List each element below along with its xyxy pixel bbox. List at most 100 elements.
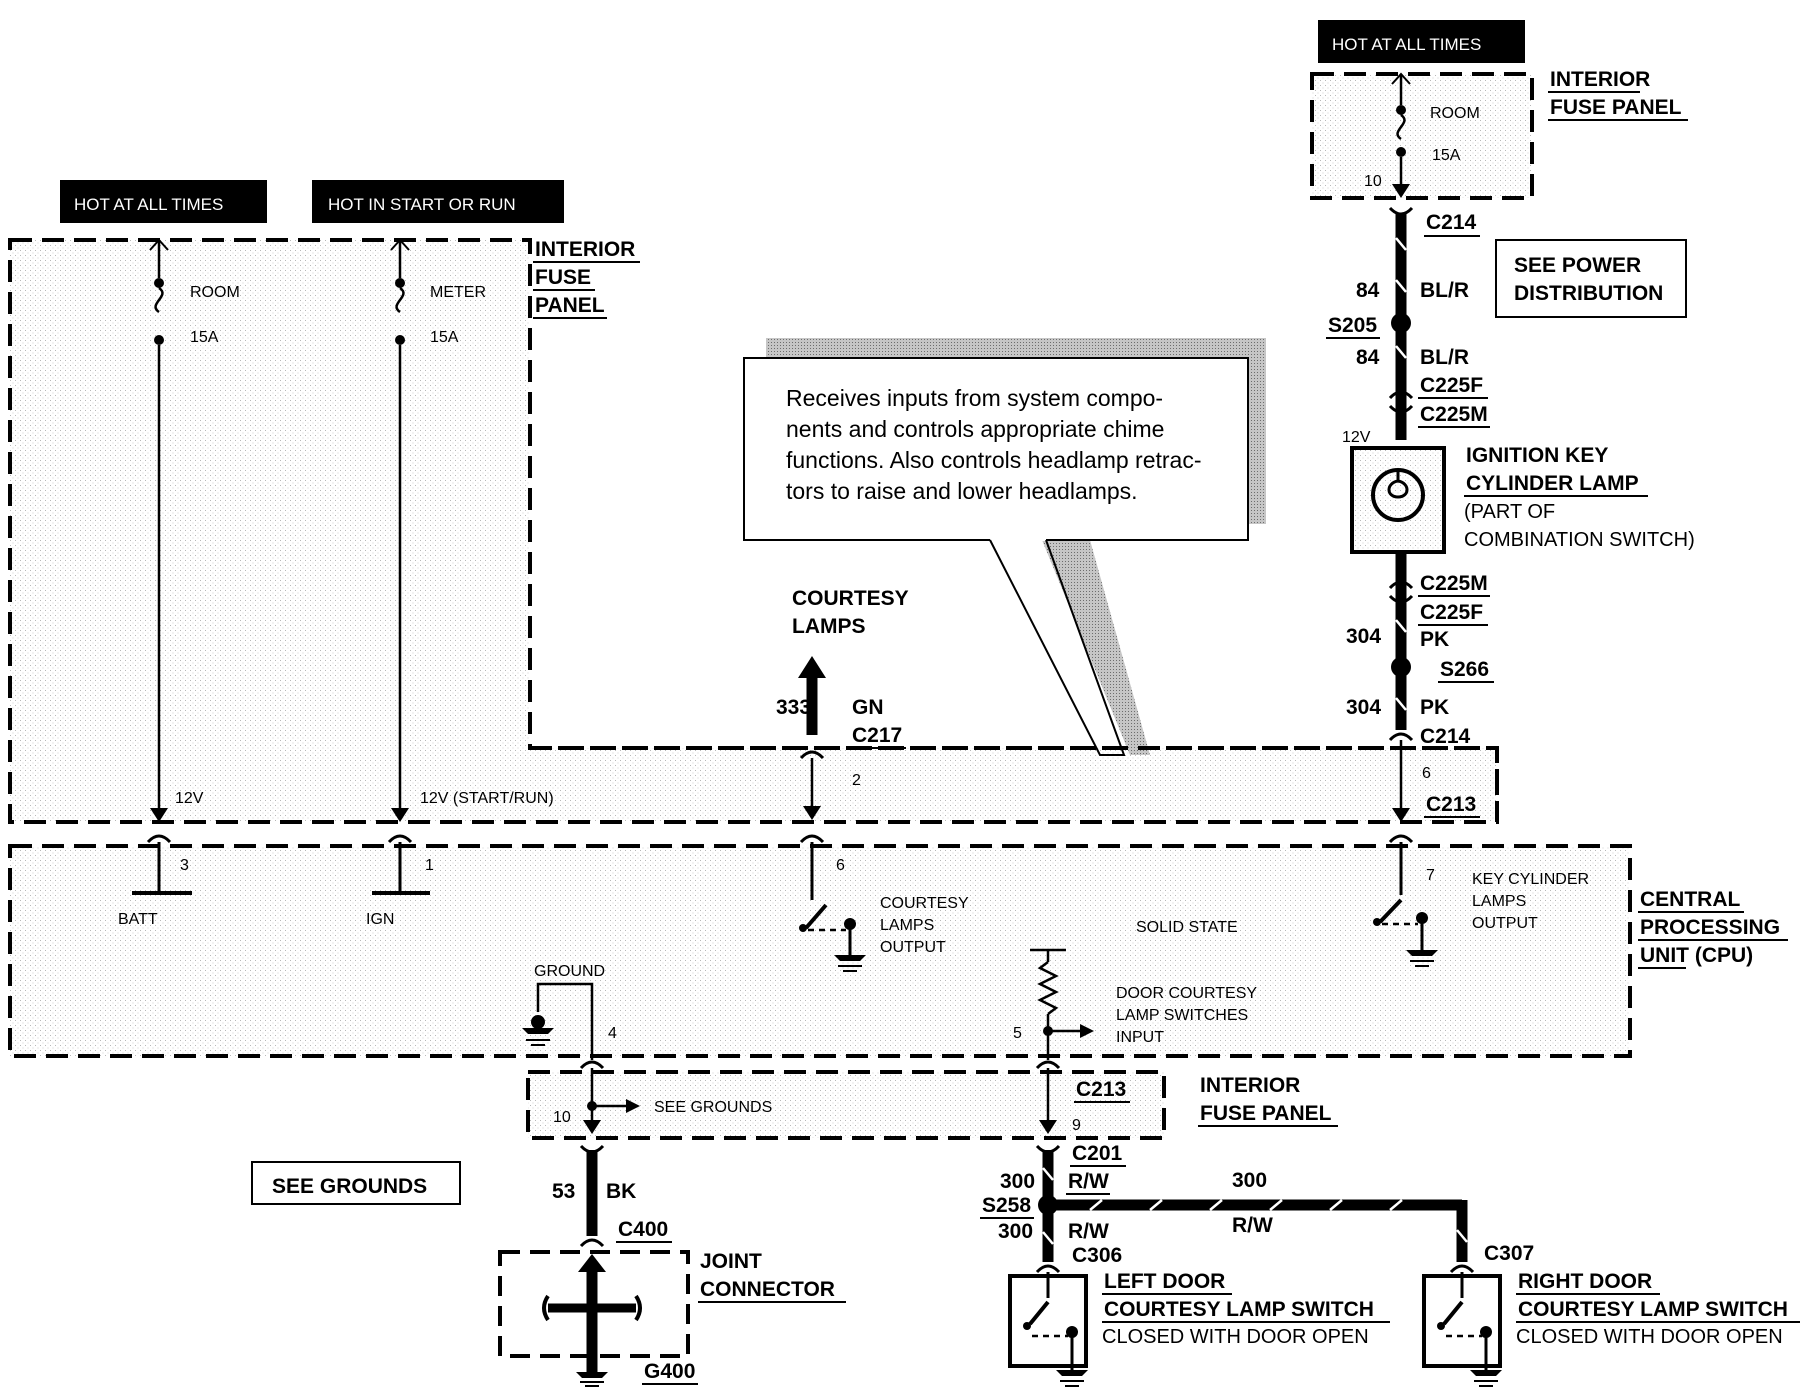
bottom-pin-10: 10 [553, 1109, 571, 1126]
see-grounds-box [251, 1161, 461, 1205]
wire-rw-a: R/W [1068, 1170, 1109, 1193]
see-power-distribution-box [1495, 239, 1687, 318]
c400-label: C400 [618, 1218, 668, 1241]
circuit-84b: 84 [1356, 346, 1380, 369]
wire-blr: BL/R [1420, 279, 1469, 302]
bottom-fuse-panel: 10 SEE GROUNDS C213 9 INTERIOR FUSE PANE… [526, 1060, 1338, 1140]
right-fuse-panel: HOT AT ALL TIMES INTERIOR FUSE PANEL ROO… [1310, 20, 1688, 200]
splice-s205 [1391, 313, 1411, 333]
c225m-label: C225M [1420, 403, 1488, 426]
ign-key-4: COMBINATION SWITCH) [1464, 529, 1695, 551]
joint-connector-box [498, 1250, 690, 1358]
ign-key-1: IGNITION KEY [1466, 444, 1608, 467]
courtesy-output-1: COURTESY [880, 895, 969, 912]
courtesy-lamps-arrow [798, 656, 826, 678]
left-fuse-panel: HOT AT ALL TIMES HOT IN START OR RUN INT… [8, 180, 1499, 824]
c225m-b-label: C225M [1420, 572, 1488, 595]
see-grounds-box-label: SEE GROUNDS [272, 1175, 427, 1198]
c307-label: C307 [1484, 1242, 1534, 1265]
c214-top-label: C214 [1426, 211, 1477, 234]
g400-label: G400 [644, 1360, 695, 1383]
ign-pin: 1 [425, 857, 434, 874]
c225f-b-label: C225F [1420, 601, 1483, 624]
banner-hot-start-run [312, 180, 564, 223]
volt-ign: 12V (START/RUN) [420, 790, 554, 807]
ground-branch: SEE GROUNDS 53 BK C400 JOINT CONNECTOR G… [251, 1144, 846, 1387]
ground-label: GROUND [534, 963, 605, 980]
left-panel-title-3: PANEL [535, 294, 605, 317]
see-grounds-arrow-label: SEE GROUNDS [654, 1099, 772, 1116]
splice-s258-label: S258 [982, 1194, 1031, 1217]
c213-panel-border [530, 746, 1499, 822]
door-input-3: INPUT [1116, 1029, 1164, 1046]
wire-pk-b: PK [1420, 696, 1449, 719]
wire-rw-b: R/W [1232, 1214, 1273, 1237]
right-panel-title-2: FUSE PANEL [1550, 96, 1682, 119]
splice-s205-label: S205 [1328, 314, 1377, 337]
right-door-2: COURTESY LAMP SWITCH [1518, 1298, 1788, 1321]
right-panel-dashed-border [1310, 72, 1534, 200]
ign-key-2: CYLINDER LAMP [1466, 472, 1639, 495]
right-fuse-name: ROOM [1430, 105, 1480, 122]
c214-b-label: C214 [1420, 725, 1471, 748]
splice-s266-label: S266 [1440, 658, 1489, 681]
circuit-333: 333 [776, 696, 811, 719]
fuse-room-rating: 15A [190, 329, 219, 346]
cpu-title-1: CENTRAL [1640, 888, 1740, 911]
central-processing-unit: CENTRAL PROCESSING UNIT (CPU) 3 BATT 1 I… [8, 834, 1788, 1060]
batt-pin: 3 [180, 857, 189, 874]
courtesy-output-2: LAMPS [880, 917, 934, 934]
splice-s266 [1391, 657, 1411, 677]
banner-hot-all-times-left [60, 180, 267, 223]
callout-line-1: Receives inputs from system compo- [786, 385, 1163, 411]
ign-label: IGN [366, 911, 394, 928]
wire-bk: BK [606, 1180, 636, 1203]
door-input-2: LAMP SWITCHES [1116, 1007, 1248, 1024]
ignition-key-cylinder-lamp-box [1350, 446, 1446, 554]
c217-label: C217 [852, 724, 902, 747]
key-pin: 7 [1426, 867, 1435, 884]
see-power-1: SEE POWER [1514, 254, 1641, 277]
left-door-2: COURTESY LAMP SWITCH [1104, 1298, 1374, 1321]
courtesy-output-3: OUTPUT [880, 939, 946, 956]
courtesy-lamps-label-1: COURTESY [792, 587, 909, 610]
cpu-dashed-border [8, 844, 1632, 1058]
circuit-300a: 300 [1000, 1170, 1035, 1193]
joint-connector-2: CONNECTOR [700, 1278, 835, 1301]
c214-bottom-connector [1388, 732, 1414, 742]
right-fuse-rating: 15A [1432, 147, 1461, 164]
left-panel-title-1: INTERIOR [535, 238, 635, 261]
ground-pin: 4 [608, 1025, 617, 1042]
banner-text-right: HOT AT ALL TIMES [1332, 35, 1481, 54]
cpu-title-2: PROCESSING [1640, 916, 1780, 939]
joint-connector-1: JOINT [700, 1250, 762, 1273]
callout-line-4: tors to raise and lower headlamps. [786, 478, 1138, 504]
see-power-2: DISTRIBUTION [1514, 282, 1663, 305]
door-pin: 5 [1013, 1025, 1022, 1042]
banner-text-ign: HOT IN START OR RUN [328, 195, 516, 214]
right-fuse-pin: 10 [1364, 173, 1382, 190]
right-door-1: RIGHT DOOR [1518, 1270, 1652, 1293]
left-panel-title-2: FUSE [535, 266, 591, 289]
circuit-84: 84 [1356, 279, 1380, 302]
cpu-description-callout: Receives inputs from system compo- nents… [743, 338, 1266, 756]
circuit-304: 304 [1346, 625, 1381, 648]
courtesy-lamps-label-2: LAMPS [792, 615, 866, 638]
bottom-pin-9: 9 [1072, 1117, 1081, 1134]
c306-label: C306 [1072, 1244, 1122, 1267]
right-fuse-symbol [1396, 113, 1406, 141]
fuse-room-name: ROOM [190, 284, 240, 301]
wire-pk: PK [1420, 628, 1449, 651]
fuse-room-symbol [154, 286, 164, 314]
fuse-meter-symbol [395, 286, 405, 314]
bottom-panel-title-1: INTERIOR [1200, 1074, 1300, 1097]
wire-blr-b: BL/R [1420, 346, 1469, 369]
banner-hot-all-times-right [1318, 20, 1525, 63]
c213-pin-6: 6 [1422, 765, 1431, 782]
courtesy-lamps-branch: COURTESY LAMPS 333 GN C217 2 [776, 587, 909, 820]
key-output-2: LAMPS [1472, 893, 1526, 910]
fuse-meter-name: METER [430, 284, 486, 301]
callout-line-3: functions. Also controls headlamp retrac… [786, 447, 1201, 473]
ignition-key-circuit: C214 SEE POWER DISTRIBUTION 84 BL/R S205… [1326, 206, 1695, 822]
